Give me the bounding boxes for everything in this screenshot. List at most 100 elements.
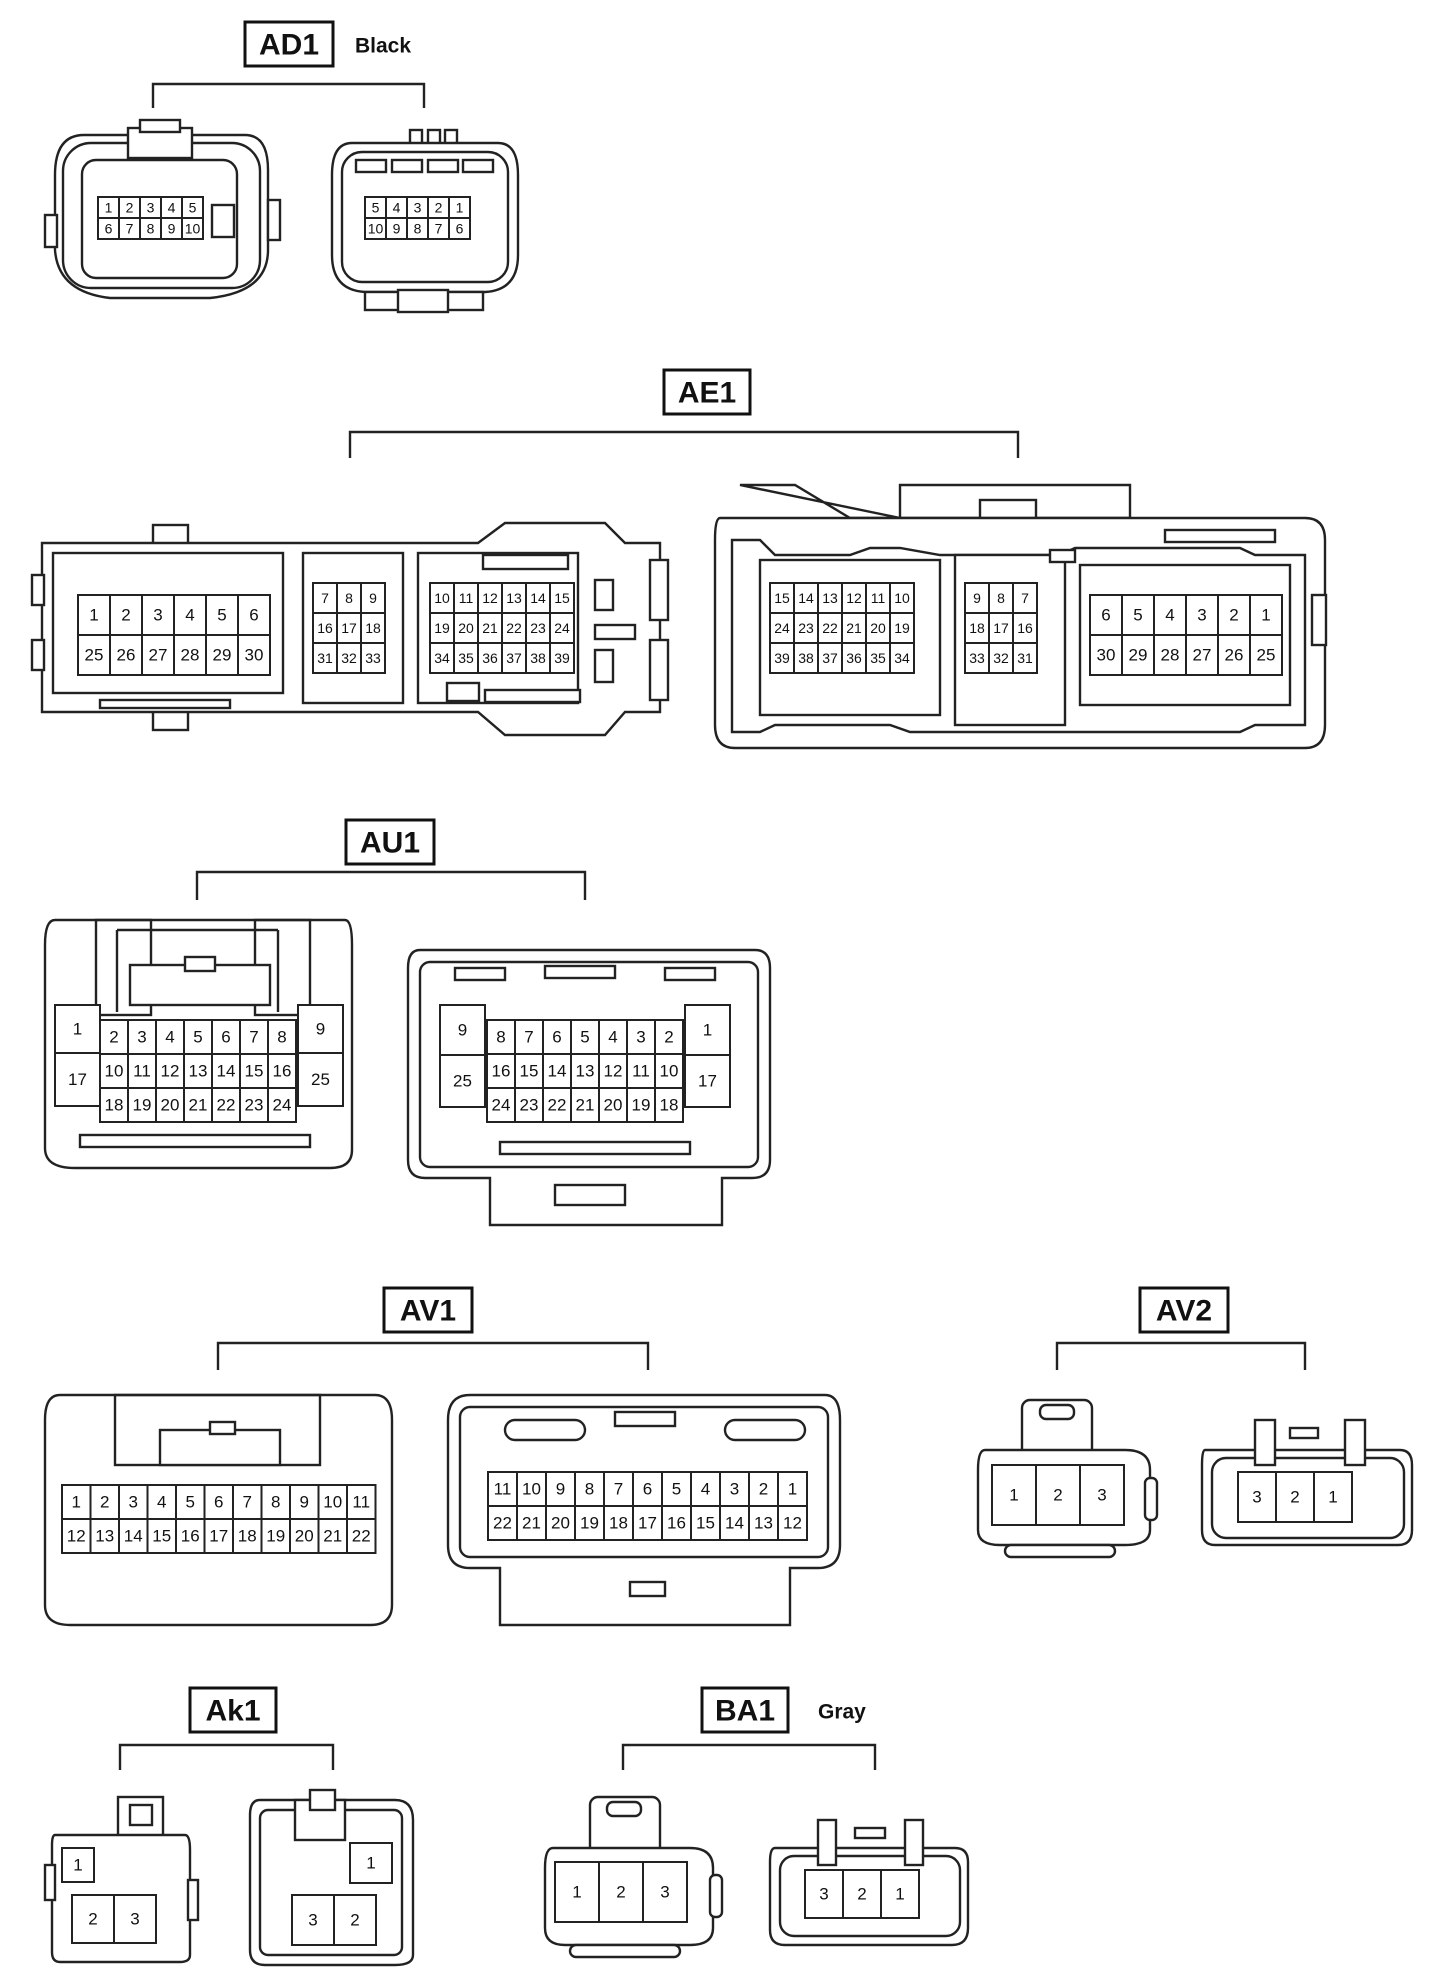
pin-number: 13: [754, 1514, 773, 1533]
pin-cell: [127, 1087, 157, 1123]
pin-cell: [603, 1505, 634, 1541]
pin-cell: [719, 1471, 750, 1507]
pin-number: 2: [435, 200, 443, 216]
pin-number: 24: [492, 1096, 511, 1115]
pin-number: 25: [85, 646, 104, 665]
pin-number: 18: [105, 1096, 124, 1115]
pin-cell: [487, 1505, 518, 1541]
pin-number: 4: [185, 606, 194, 625]
pin-number: 16: [492, 1062, 511, 1081]
pin-number: 1: [73, 1020, 82, 1039]
pin-cell: [237, 634, 271, 676]
pin-cell: [1249, 634, 1283, 676]
pin-number: 21: [189, 1096, 208, 1115]
pin-number: 20: [161, 1096, 180, 1115]
pin-number: 2: [1229, 606, 1238, 625]
pin-number: 4: [168, 200, 176, 216]
pin-number: 10: [368, 221, 384, 237]
pin-cell: [545, 1471, 576, 1507]
pin-number: 13: [576, 1062, 595, 1081]
pin-number: 7: [243, 1493, 252, 1512]
pin-number: 10: [660, 1062, 679, 1081]
pin-number: 5: [217, 606, 226, 625]
pin-number: 4: [393, 200, 401, 216]
pin-cell: [333, 1894, 377, 1946]
pin-number: 6: [643, 1480, 652, 1499]
connector-label-box: [700, 1686, 790, 1734]
pin-number: 8: [585, 1480, 594, 1499]
pin-number: 2: [109, 1028, 118, 1047]
connector-label-box: [382, 1286, 474, 1334]
pin-number: 11: [133, 1062, 151, 1081]
pin-number: 6: [1101, 606, 1110, 625]
pin-number: 25: [1257, 646, 1276, 665]
pin-number: 3: [414, 200, 422, 216]
pin-cell: [1035, 1464, 1081, 1526]
connector-label: AV1: [400, 1295, 456, 1328]
pin-number: 1: [72, 1493, 81, 1512]
pin-number: 9: [458, 1021, 467, 1040]
pin-number: 5: [372, 200, 380, 216]
pin-cell: [690, 1505, 721, 1541]
pin-cell: [748, 1505, 779, 1541]
pin-number: 2: [350, 1911, 359, 1930]
pin-number: 21: [522, 1514, 541, 1533]
pin-number: 5: [1133, 606, 1142, 625]
pin-number: 10: [105, 1062, 124, 1081]
pin-number: 28: [181, 646, 200, 665]
pin-number: 17: [993, 620, 1009, 636]
pin-cell: [346, 1518, 377, 1554]
pin-number: 1: [703, 1021, 712, 1040]
pin-number: 23: [530, 620, 546, 636]
pin-number: 6: [249, 606, 258, 625]
pin-cell: [453, 642, 479, 674]
pin-number: 5: [672, 1480, 681, 1499]
pin-number: 11: [871, 590, 886, 606]
pin-cell: [1237, 1471, 1277, 1523]
pin-number: 5: [193, 1028, 202, 1047]
pin-cell: [654, 1053, 684, 1089]
pin-number: 13: [822, 590, 838, 606]
pin-cell: [842, 1869, 882, 1919]
pin-number: 18: [660, 1096, 679, 1115]
pin-number: 22: [352, 1527, 371, 1546]
pin-cell: [1121, 634, 1155, 676]
pin-number: 3: [147, 200, 155, 216]
pin-number: 34: [434, 650, 450, 666]
connector-label-box: [243, 20, 335, 68]
pin-cell: [804, 1869, 844, 1919]
pin-number: 2: [616, 1883, 625, 1902]
pin-number: 22: [506, 620, 522, 636]
pin-number: 9: [393, 221, 401, 237]
pin-number: 1: [105, 200, 113, 216]
pin-number: 35: [870, 650, 886, 666]
pin-number: 2: [126, 200, 134, 216]
pin-number: 29: [1129, 646, 1148, 665]
pin-number: 8: [496, 1028, 505, 1047]
pin-number: 12: [161, 1062, 180, 1081]
pin-cell: [542, 1053, 572, 1089]
pin-number: 7: [614, 1480, 623, 1499]
pin-number: 26: [1225, 646, 1244, 665]
pin-number: 9: [300, 1493, 309, 1512]
pin-number: 16: [273, 1062, 292, 1081]
pin-number: 37: [822, 650, 838, 666]
pin-number: 23: [520, 1096, 539, 1115]
pin-number: 3: [819, 1885, 828, 1904]
pin-cell: [1153, 634, 1187, 676]
pin-number: 18: [238, 1527, 257, 1546]
pin-number: 9: [556, 1480, 565, 1499]
pin-cell: [514, 1087, 544, 1123]
pin-number: 32: [341, 650, 357, 666]
pin-number: 19: [434, 620, 450, 636]
